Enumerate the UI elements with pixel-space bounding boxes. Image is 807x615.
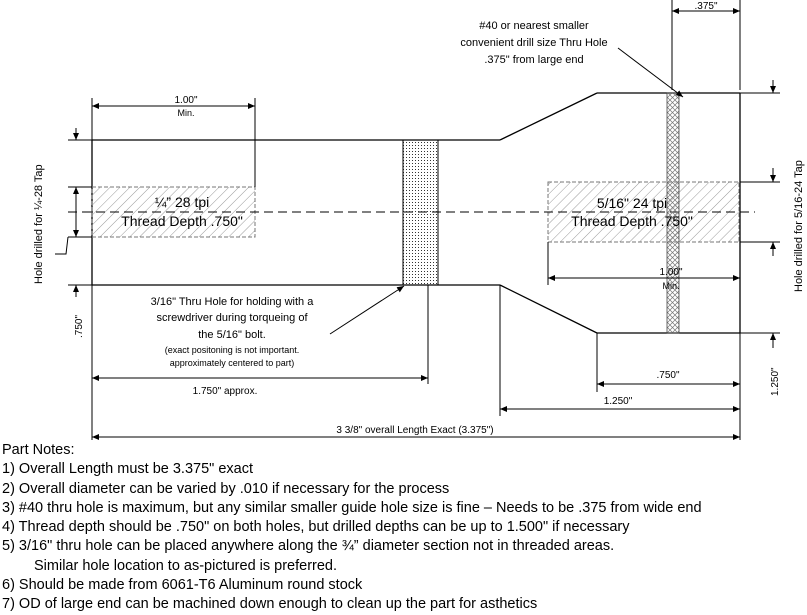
note-2: 2) Overall diameter can be varied by .01… xyxy=(2,480,450,497)
right-tap-label: Hole drilled for 5/16-24 Tap xyxy=(793,160,805,292)
dim-left-min xyxy=(91,98,256,187)
screw-note-line4: (exact positoning is not important. xyxy=(165,345,300,355)
screw-note-line1: 3/16" Thru Hole for holding with a xyxy=(151,296,315,308)
right-ext-lines xyxy=(740,80,780,348)
screw-note-line2: screwdriver during torqueing of xyxy=(156,312,308,324)
note-6: 6) Should be made from 6061-T6 Aluminum … xyxy=(2,577,363,594)
dim-overall xyxy=(91,384,740,440)
dim-right-min-label: Min. xyxy=(662,281,679,291)
screwdriver-thru-hole xyxy=(402,139,439,286)
note-3: 3) #40 thru hole is maximum, but any sim… xyxy=(2,499,702,516)
part-notes: Part Notes: 1) Overall Length must be 3.… xyxy=(2,441,702,615)
dim-right-dia-label: 1.250" xyxy=(770,367,781,396)
dim-1250-label: 1.250" xyxy=(604,396,633,407)
left-ext-lines xyxy=(55,128,92,297)
left-thread-label: ¼” 28 tpi xyxy=(155,194,209,210)
dim-375-top xyxy=(671,0,741,90)
technical-drawing: ¼” 28 tpi Thread Depth .750" 5/16" 24 tp… xyxy=(33,0,805,440)
drill-note-line1: #40 or nearest smaller xyxy=(479,20,589,32)
note-1: 1) Overall Length must be 3.375" exact xyxy=(2,461,253,478)
right-thread-depth: Thread Depth .750" xyxy=(571,213,693,229)
dim-1750-label: 1.750" approx. xyxy=(193,386,258,397)
dim-left-min-label: Min. xyxy=(177,108,194,118)
guide-thru-hole xyxy=(666,92,680,334)
left-thread-depth: Thread Depth .750" xyxy=(121,213,243,229)
dim-left-min-value: 1.00" xyxy=(174,95,197,106)
dim-right-min xyxy=(547,242,740,285)
left-tap-label: Hole drilled for ¼-28 Tap xyxy=(33,164,45,284)
dim-left-dia-label: .750" xyxy=(74,315,85,338)
dim-right-min-value: 1.00" xyxy=(659,267,682,278)
dim-750-1250 xyxy=(499,285,741,440)
dim-1750 xyxy=(91,285,429,384)
drill-note-line2: convenient drill size Thru Hole xyxy=(460,37,607,49)
screw-note-line5: approximately centered to part) xyxy=(170,358,295,368)
right-thread-label: 5/16" 24 tpi xyxy=(597,195,667,211)
note-5-continued: Similar hole location to as-pictured is … xyxy=(34,557,338,574)
screw-note-line3: the 5/16" bolt. xyxy=(198,329,266,341)
drill-note-line3: .375" from large end xyxy=(484,54,583,66)
note-5: 5) 3/16" thru hole can be placed anywher… xyxy=(2,538,615,555)
screw-note-leader xyxy=(329,285,405,335)
dim-750-label: .750" xyxy=(656,370,679,381)
notes-heading: Part Notes: xyxy=(2,442,75,458)
dim-overall-label: 3 3/8" overall Length Exact (3.375") xyxy=(336,425,493,436)
dim-375-top-label: .375" xyxy=(694,1,717,12)
note-4: 4) Thread depth should be .750" on both … xyxy=(2,519,630,536)
note-7: 7) OD of large end can be machined down … xyxy=(2,596,538,613)
drill-note-leader xyxy=(617,47,684,98)
